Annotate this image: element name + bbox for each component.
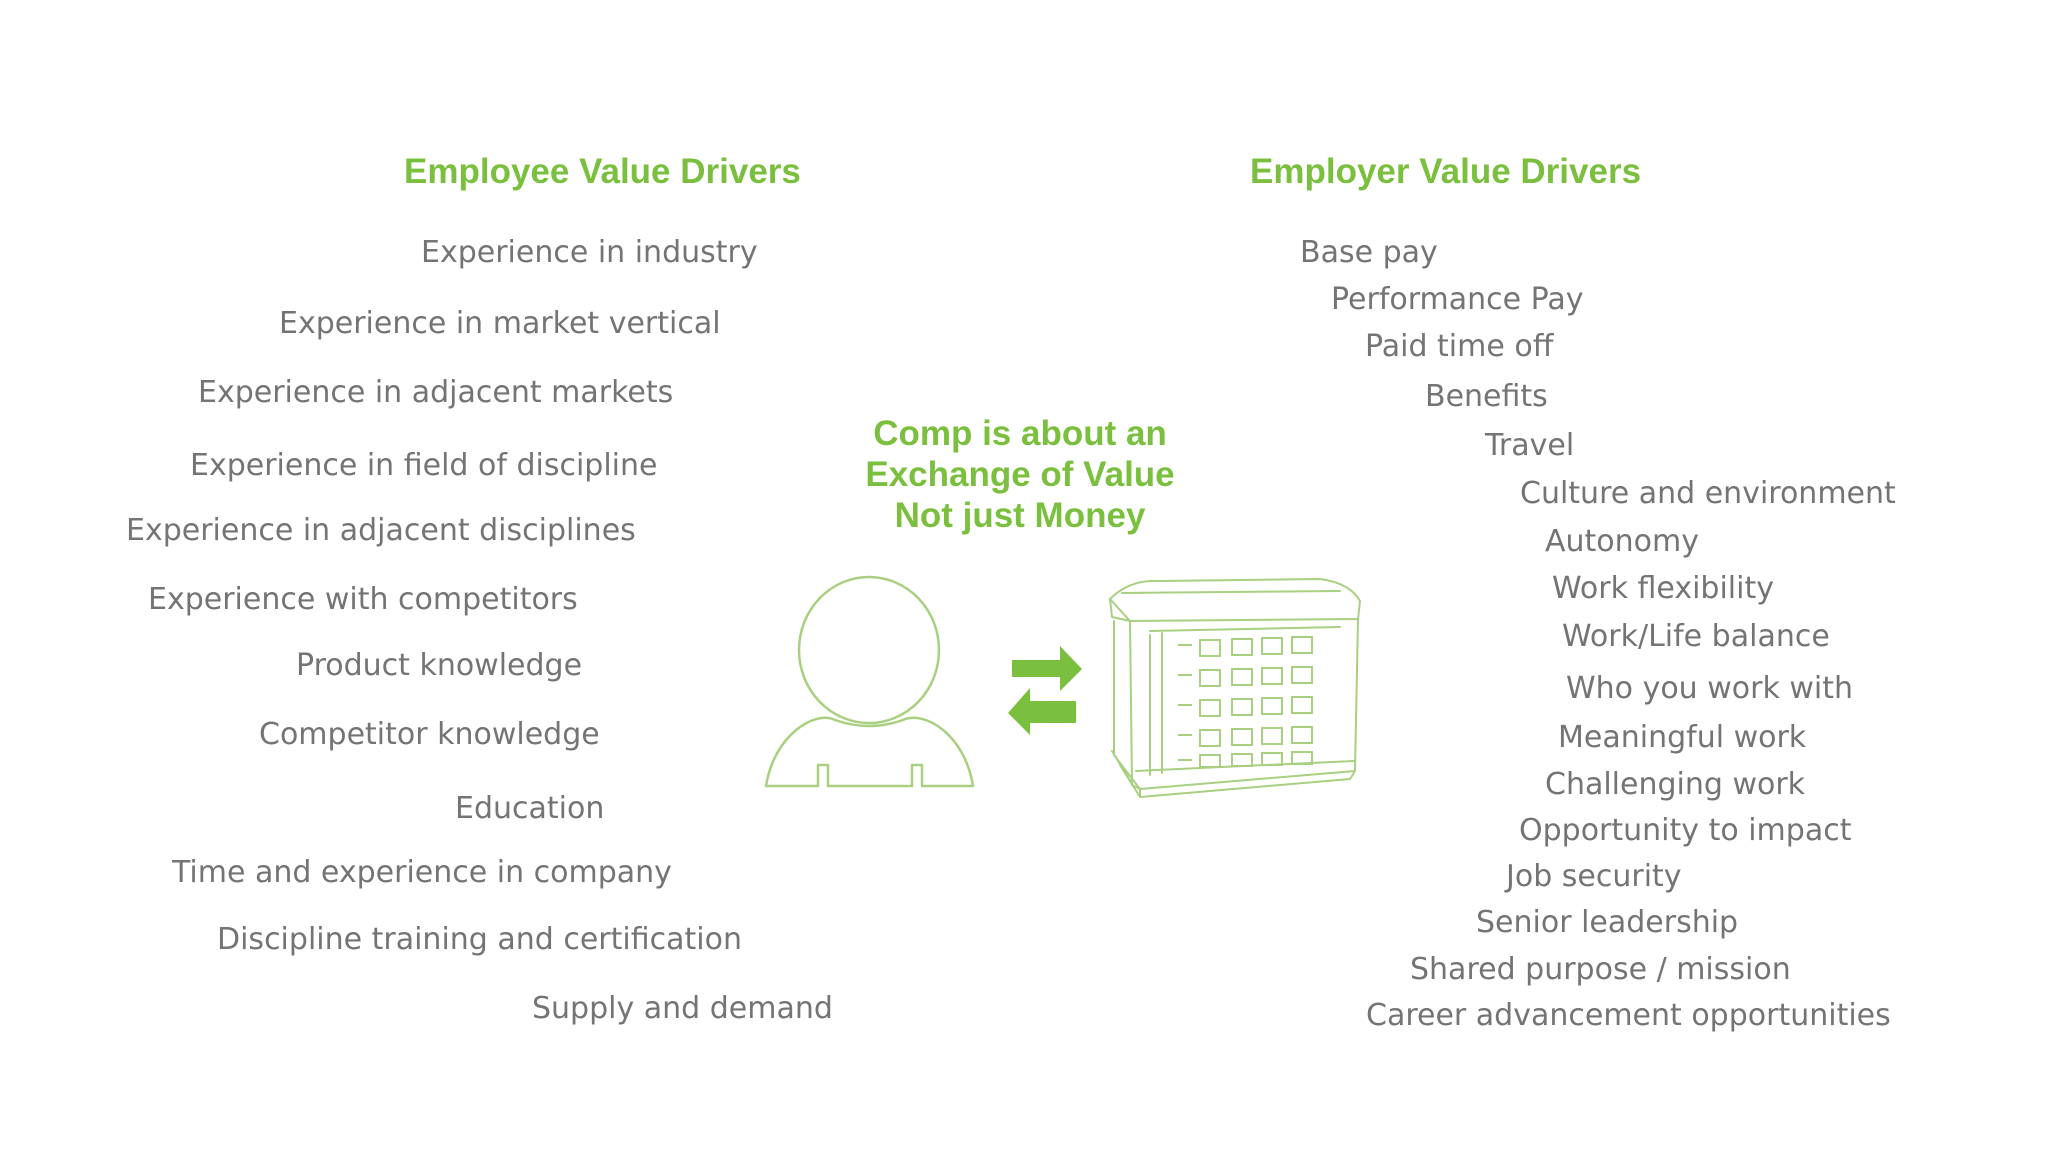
- statement-line: Not just Money: [894, 496, 1146, 535]
- employer-driver-item: Who you work with: [1566, 671, 1854, 706]
- employee-driver-item: Experience in adjacent disciplines: [126, 513, 636, 548]
- employer-driver-item: Culture and environment: [1520, 476, 1896, 511]
- exchange-arrows-icon: [1008, 646, 1082, 735]
- employee-driver-item: Time and experience in company: [172, 855, 672, 890]
- employer-driver-item: Career advancement opportunities: [1366, 998, 1891, 1033]
- employee-drivers-heading: Employee Value Drivers: [404, 152, 801, 191]
- employer-driver-item: Work flexibility: [1552, 571, 1774, 606]
- employee-driver-item: Education: [455, 791, 605, 826]
- employee-driver-item: Experience with competitors: [148, 582, 578, 617]
- employer-driver-item: Shared purpose / mission: [1410, 952, 1791, 987]
- person-outline-icon: [764, 575, 975, 788]
- employer-driver-item: Work/Life balance: [1562, 619, 1830, 654]
- employee-driver-item: Product knowledge: [296, 648, 583, 683]
- employee-driver-item: Discipline training and certification: [217, 922, 742, 957]
- employee-driver-item: Competitor knowledge: [259, 717, 600, 752]
- employee-driver-item: Experience in adjacent markets: [198, 375, 674, 410]
- statement-line: Exchange of Value: [865, 455, 1175, 494]
- employer-driver-item: Performance Pay: [1331, 282, 1584, 317]
- employer-driver-item: Challenging work: [1545, 767, 1806, 802]
- employee-driver-item: Experience in industry: [421, 235, 758, 270]
- employer-drivers-heading: Employer Value Drivers: [1250, 152, 1642, 191]
- employee-driver-item: Supply and demand: [532, 991, 833, 1026]
- employer-driver-item: Paid time off: [1365, 329, 1554, 364]
- exchange-of-value-statement: Comp is about an Exchange of Value Not j…: [845, 413, 1195, 536]
- employer-driver-item: Meaningful work: [1558, 720, 1807, 755]
- employer-driver-item: Opportunity to impact: [1519, 813, 1852, 848]
- employer-driver-item: Base pay: [1300, 235, 1438, 270]
- employer-driver-item: Benefits: [1425, 379, 1548, 414]
- employer-driver-item: Job security: [1506, 859, 1682, 894]
- office-building-icon: [1109, 578, 1361, 798]
- statement-line: Comp is about an: [873, 414, 1167, 453]
- employer-driver-item: Travel: [1485, 428, 1575, 463]
- employee-driver-item: Experience in market vertical: [279, 306, 721, 341]
- employer-driver-item: Autonomy: [1545, 524, 1699, 559]
- employer-driver-item: Senior leadership: [1476, 905, 1739, 940]
- employee-driver-item: Experience in field of discipline: [190, 448, 658, 483]
